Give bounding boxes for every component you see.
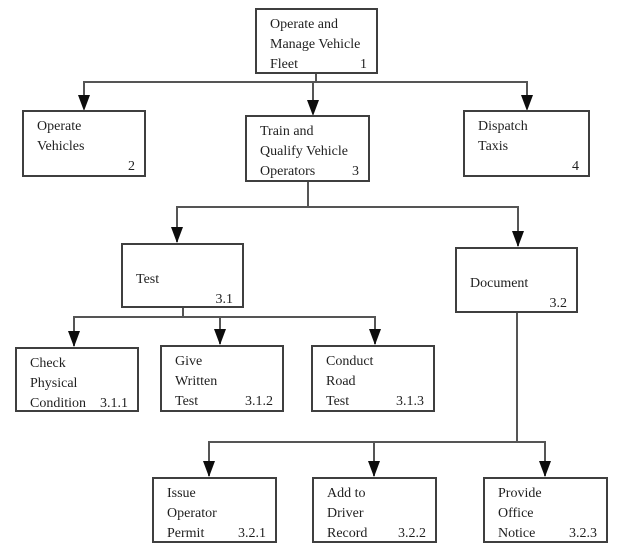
- node-number: 3.1.3: [396, 394, 424, 409]
- connector-drop-node-3-2: [517, 206, 519, 246]
- arrowhead-into-node-3: [307, 100, 319, 116]
- connector-node-3-stem: [307, 182, 309, 208]
- arrowhead-into-node-3-1-2: [214, 329, 226, 345]
- node-number: 3.2: [549, 296, 568, 311]
- node-label-line: Vehicles: [37, 139, 85, 154]
- node-label-line: Permit: [167, 526, 205, 541]
- node-label-line: Operator: [167, 506, 217, 521]
- node-label-line: [136, 250, 233, 270]
- arrowhead-into-node-2: [78, 95, 90, 111]
- connector-node-3-rail: [176, 206, 519, 208]
- node-label-line: Operators: [260, 164, 316, 179]
- node-number: 1: [360, 57, 367, 72]
- node-number: 2: [128, 159, 135, 174]
- node-label-line: Condition: [30, 396, 87, 411]
- node-3-1-test: Test 3.1: [121, 243, 244, 308]
- arrowhead-into-node-4: [521, 95, 533, 111]
- node-1-operate-and-manage-vehicle-fleet: Operate and Manage Vehicle Fleet 1: [255, 8, 378, 74]
- node-2-operate-vehicles: Operate Vehicles 2: [22, 110, 146, 177]
- node-label-line: [470, 254, 567, 274]
- arrowhead-into-node-3-2-1: [203, 461, 215, 477]
- node-label-line: Written: [175, 374, 218, 389]
- node-number: 3.1.1: [100, 396, 128, 411]
- node-label-line: Test: [136, 272, 160, 287]
- node-label-line: Document: [470, 276, 529, 291]
- connector-node-3-1-stem: [182, 308, 184, 318]
- arrowhead-into-node-3-2: [512, 231, 524, 247]
- node-number: 3.2.1: [238, 526, 266, 541]
- node-number: 3.1.2: [245, 394, 273, 409]
- node-4-dispatch-taxis: Dispatch Taxis 4: [463, 110, 590, 177]
- node-label-line: Test: [326, 394, 350, 409]
- connector-drop-node-2: [83, 81, 85, 108]
- node-label-line: Train and: [260, 124, 314, 139]
- connector-drop-node-3-2-3: [544, 441, 546, 476]
- node-label-line: Physical: [30, 376, 78, 391]
- node-3-2-3-provide-office-notice: Provide Office Notice 3.2.3: [483, 477, 608, 543]
- node-label-line: Taxis: [478, 139, 509, 154]
- node-label-line: Give: [175, 354, 203, 369]
- connector-drop-node-3-2-2: [373, 441, 375, 476]
- connector-root-stem: [315, 74, 317, 83]
- node-label-line: Fleet: [270, 57, 298, 72]
- node-number: 3.1: [215, 292, 234, 307]
- node-label-line: Operate: [37, 119, 82, 134]
- node-label-line: Add to: [327, 486, 366, 501]
- node-3-1-2-give-written-test: Give Written Test 3.1.2: [160, 345, 284, 412]
- node-label-line: Record: [327, 526, 368, 541]
- node-number: 3: [352, 164, 359, 179]
- connector-node-3-2-rail: [208, 441, 546, 443]
- connector-node-3-1-rail: [73, 316, 376, 318]
- node-3-2-1-issue-operator-permit: Issue Operator Permit 3.2.1: [152, 477, 277, 543]
- connector-node-3-2-stem: [516, 313, 518, 443]
- node-number: 3.2.3: [569, 526, 597, 541]
- node-label-line: Conduct: [326, 354, 374, 369]
- arrowhead-into-node-3-1: [171, 227, 183, 243]
- node-label-line: Road: [326, 374, 356, 389]
- node-3-1-3-conduct-road-test: Conduct Road Test 3.1.3: [311, 345, 435, 412]
- connector-root-rail: [83, 81, 528, 83]
- node-label-line: Test: [175, 394, 199, 409]
- node-3-2-document: Document 3.2: [455, 247, 578, 313]
- node-3-1-1-check-physical-condition: Check Physical Condition 3.1.1: [15, 347, 139, 412]
- node-label-line: Office: [498, 506, 534, 521]
- node-label-line: Provide: [498, 486, 542, 501]
- node-label-line: Driver: [327, 506, 364, 521]
- arrowhead-into-node-3-2-2: [368, 461, 380, 477]
- connector-drop-node-3: [312, 81, 314, 113]
- node-label-line: Manage Vehicle: [270, 37, 361, 52]
- connector-drop-node-4: [526, 81, 528, 108]
- node-label-line: Qualify Vehicle: [260, 144, 348, 159]
- node-3-2-2-add-to-driver-record: Add to Driver Record 3.2.2: [312, 477, 437, 543]
- node-label-line: Operate and: [270, 17, 339, 32]
- node-label-line: Issue: [167, 486, 196, 501]
- node-label-line: Check: [30, 356, 66, 371]
- node-number: 4: [572, 159, 579, 174]
- node-3-train-and-qualify-vehicle-operators: Train and Qualify Vehicle Operators 3: [245, 115, 370, 182]
- node-number: 3.2.2: [398, 526, 426, 541]
- node-label-line: Notice: [498, 526, 536, 541]
- node-label-line: Dispatch: [478, 119, 528, 134]
- arrowhead-into-node-3-1-3: [369, 329, 381, 345]
- connector-drop-node-3-1: [176, 206, 178, 242]
- arrowhead-into-node-3-2-3: [539, 461, 551, 477]
- arrowhead-into-node-3-1-1: [68, 331, 80, 347]
- connector-drop-node-3-2-1: [208, 441, 210, 476]
